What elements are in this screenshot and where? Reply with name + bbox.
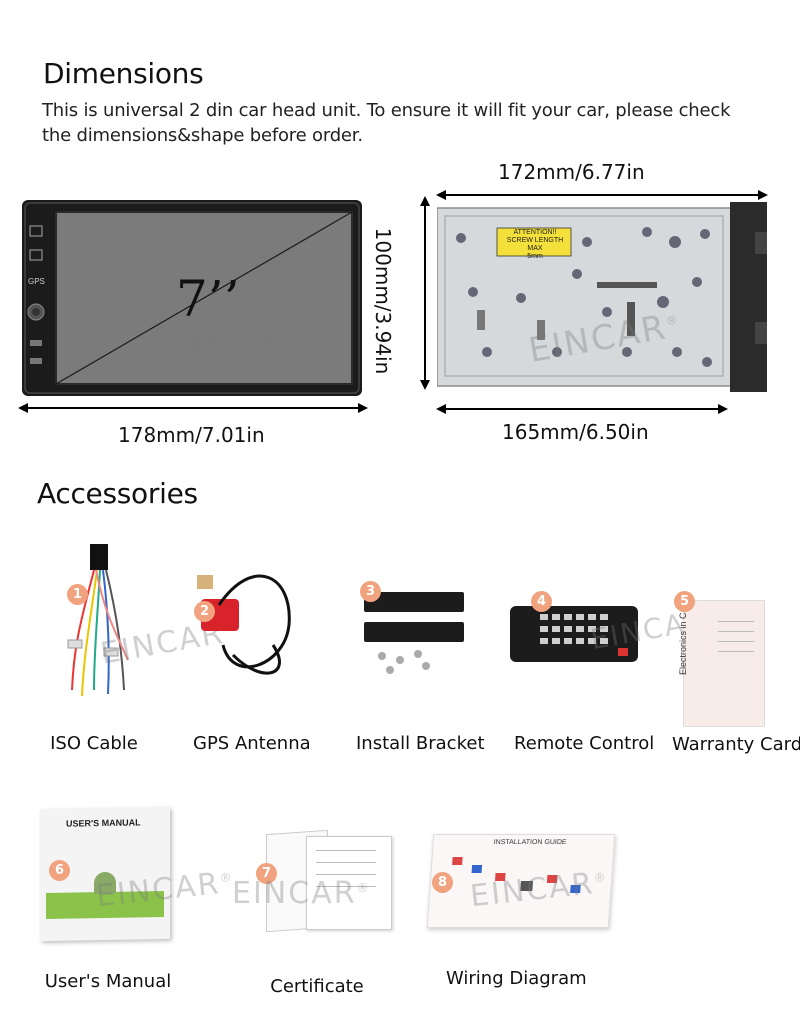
dimensions-title: Dimensions (43, 57, 204, 90)
attention-title: ATTENTION!! (513, 229, 557, 236)
gps-antenna-image (193, 565, 303, 695)
gps-side-label: GPS (28, 277, 45, 286)
label-gps-antenna: GPS Antenna (193, 733, 311, 754)
front-width-arrow (18, 403, 368, 413)
attention-length: 5mm (527, 253, 543, 260)
attention-sticker: ATTENTION!! SCREW LENGTH MAX 5mm (499, 229, 571, 261)
remote-control-image (510, 606, 638, 664)
accessories-title: Accessories (37, 477, 198, 510)
head-unit-front (22, 200, 362, 396)
installation-guide-heading: INSTALLATION GUIDE (493, 839, 567, 846)
label-install-bracket: Install Bracket (356, 733, 485, 754)
height-arrow (420, 196, 430, 390)
top-depth-label: 172mm/6.77in (498, 160, 645, 184)
height-label: 100mm/3.94in (371, 227, 395, 375)
badge-4: 4 (531, 591, 552, 612)
dimensions-intro: This is universal 2 din car head unit. T… (42, 100, 731, 146)
screen-size-label: 7’’ (176, 270, 240, 328)
bottom-depth-arrow (436, 404, 728, 414)
attention-body: SCREW LENGTH MAX (506, 237, 564, 252)
front-width-label: 178mm/7.01in (118, 423, 265, 447)
watermark-accessories-4: EINCAR® (232, 876, 371, 911)
users-manual-heading: USER'S MANUAL (66, 817, 141, 829)
label-warranty-card: Warranty Card (672, 734, 800, 755)
badge-2: 2 (194, 601, 215, 622)
install-bracket-image (360, 590, 470, 680)
label-certificate: Certificate (270, 976, 364, 997)
bottom-depth-label: 165mm/6.50in (502, 420, 649, 444)
watermark-front: EINCAR® (168, 328, 322, 368)
chassis-side-view (436, 202, 767, 392)
warranty-card-image: Electronics in Car (678, 600, 765, 727)
iso-cable-image (64, 540, 134, 700)
badge-6: 6 (49, 860, 70, 881)
badge-8: 8 (432, 872, 453, 893)
label-users-manual: User's Manual (44, 971, 172, 992)
label-wiring-diagram: Wiring Diagram (446, 968, 587, 989)
badge-5: 5 (674, 591, 695, 612)
badge-3: 3 (360, 581, 381, 602)
label-remote-control: Remote Control (514, 733, 655, 754)
badge-1: 1 (67, 584, 88, 605)
top-depth-arrow (436, 190, 768, 200)
label-iso-cable: ISO Cable (50, 733, 138, 754)
badge-7: 7 (256, 863, 277, 884)
certificate-image (266, 829, 392, 933)
